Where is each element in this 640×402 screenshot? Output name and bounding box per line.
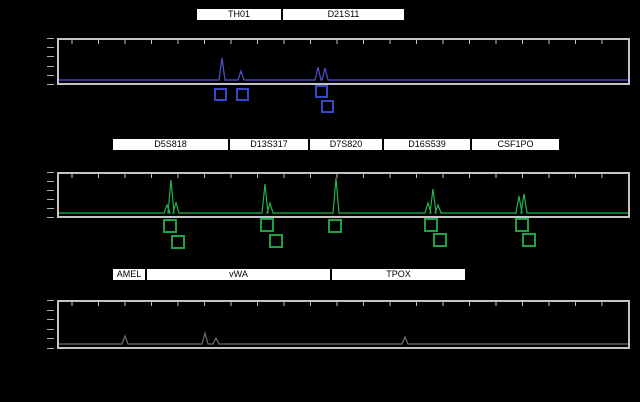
- locus-label-d16s539: D16S539: [383, 138, 471, 151]
- y-axis-tick: [47, 75, 54, 76]
- allele-box[interactable]: [260, 218, 274, 232]
- y-axis-tick: [47, 319, 54, 320]
- y-axis-tick: [47, 329, 54, 330]
- allele-box[interactable]: [171, 235, 185, 249]
- allele-box[interactable]: [163, 219, 177, 233]
- allele-box[interactable]: [269, 234, 283, 248]
- allele-box[interactable]: [328, 219, 342, 233]
- y-axis-tick: [47, 199, 54, 200]
- allele-box[interactable]: [315, 85, 328, 98]
- trace-panel-green[interactable]: [57, 172, 630, 218]
- locus-label-d7s820: D7S820: [309, 138, 383, 151]
- allele-box[interactable]: [424, 218, 438, 232]
- allele-box[interactable]: [433, 233, 447, 247]
- trace-panel-blue[interactable]: [57, 38, 630, 85]
- electropherogram-trace: [59, 57, 628, 81]
- allele-box[interactable]: [522, 233, 536, 247]
- locus-label-csf1po: CSF1PO: [471, 138, 560, 151]
- y-axis-tick: [47, 66, 54, 67]
- locus-label-th01: TH01: [196, 8, 282, 21]
- locus-label-d13s317: D13S317: [229, 138, 309, 151]
- y-axis-tick: [47, 217, 54, 218]
- locus-label-vwa: vWA: [146, 268, 331, 281]
- y-axis-tick: [47, 47, 54, 48]
- y-axis-scale: [47, 300, 56, 349]
- trace-plot[interactable]: [59, 302, 628, 347]
- y-axis-tick: [47, 300, 54, 301]
- y-axis-tick: [47, 208, 54, 209]
- y-axis-tick: [47, 190, 54, 191]
- y-axis-tick: [47, 38, 54, 39]
- y-axis-tick: [47, 56, 54, 57]
- y-axis-tick: [47, 84, 54, 85]
- trace-plot[interactable]: [59, 174, 628, 216]
- y-axis-tick: [47, 348, 54, 349]
- y-axis-tick: [47, 181, 54, 182]
- allele-box[interactable]: [515, 218, 529, 232]
- y-axis-tick: [47, 310, 54, 311]
- locus-label-tpox: TPOX: [331, 268, 466, 281]
- allele-box[interactable]: [214, 88, 227, 101]
- y-axis-scale: [47, 172, 56, 218]
- locus-label-d5s818: D5S818: [112, 138, 229, 151]
- y-axis-tick: [47, 338, 54, 339]
- trace-plot[interactable]: [59, 40, 628, 83]
- y-axis-tick: [47, 172, 54, 173]
- allele-box[interactable]: [321, 100, 334, 113]
- allele-box[interactable]: [236, 88, 249, 101]
- locus-label-d21s11: D21S11: [282, 8, 405, 21]
- locus-label-amel: AMEL: [112, 268, 146, 281]
- electropherogram-trace: [59, 330, 628, 345]
- electropherogram-trace: [59, 177, 628, 214]
- trace-panel-gray[interactable]: [57, 300, 630, 349]
- y-axis-scale: [47, 38, 56, 85]
